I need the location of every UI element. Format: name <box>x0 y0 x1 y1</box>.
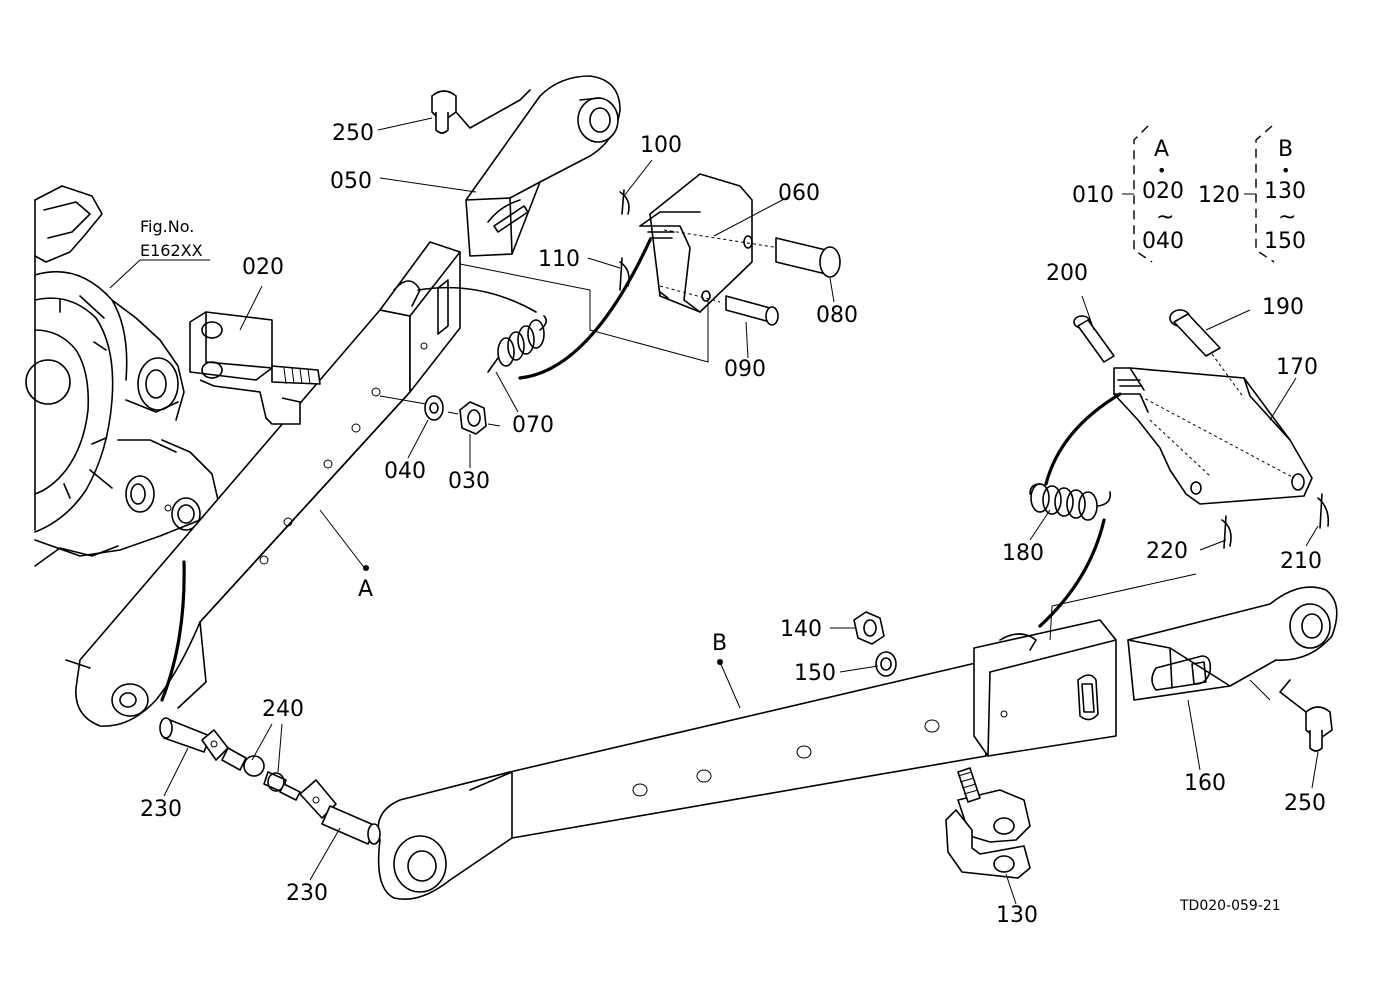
label-060: 060 <box>778 181 820 206</box>
figure-reference-leader <box>109 259 141 289</box>
label-150: 150 <box>794 661 836 686</box>
label-160: 160 <box>1184 771 1226 796</box>
leader-path-b <box>1049 573 1271 701</box>
pin-250-bottom <box>1279 679 1333 752</box>
pin-090 <box>725 295 779 326</box>
pin-250-top <box>431 89 531 134</box>
washer-150 <box>875 651 897 677</box>
legend-a-to: 040 <box>1142 229 1184 254</box>
label-110: 110 <box>538 247 580 272</box>
clevis-020 <box>189 311 321 425</box>
legend-a-from: 020 <box>1142 179 1184 204</box>
pin-230-left <box>159 717 265 777</box>
label-200: 200 <box>1046 261 1088 286</box>
label-070: 070 <box>512 413 554 438</box>
legend-b-from: 130 <box>1264 179 1306 204</box>
turnbuckle-240 <box>263 771 301 801</box>
legend-b-to: 150 <box>1264 229 1306 254</box>
label-050: 050 <box>330 169 372 194</box>
clevis-130 <box>945 767 1031 879</box>
figure-reference: Fig.No. E162XX <box>109 217 210 289</box>
label-240: 240 <box>262 697 304 722</box>
assembly-arrow-spring-a <box>518 238 652 380</box>
figure-reference-label: Fig.No. <box>140 217 194 236</box>
label-140: 140 <box>780 617 822 642</box>
assembly-arrow-b <box>1038 518 1106 628</box>
pin-230-right <box>299 779 381 845</box>
label-090: 090 <box>724 357 766 382</box>
link-160 <box>1127 586 1338 701</box>
washer-040 <box>424 395 444 421</box>
legend-b-tilde: ~ <box>1278 205 1296 230</box>
label-220: 220 <box>1146 539 1188 564</box>
bracket-170 <box>1113 367 1313 505</box>
label-250-bottom: 250 <box>1284 791 1326 816</box>
spring-070 <box>487 315 548 373</box>
assembly-marker-a: A <box>358 577 373 602</box>
cotter-pin-110 <box>619 257 630 291</box>
label-190: 190 <box>1262 295 1304 320</box>
legend-a-dot: • <box>1157 161 1166 180</box>
leader-lines <box>163 117 1319 905</box>
cotter-pin-220 <box>1221 515 1232 549</box>
nut-030 <box>459 401 487 435</box>
label-250-top: 250 <box>332 121 374 146</box>
legend-group-a: 010 A • 020 ~ 040 <box>1072 125 1184 263</box>
label-180: 180 <box>1002 541 1044 566</box>
nut-140 <box>853 611 885 645</box>
label-210: 210 <box>1280 549 1322 574</box>
legend-a-key: A <box>1154 137 1169 162</box>
legend-b-parent: 120 <box>1198 183 1240 208</box>
drawing-code: TD020-059-21 <box>1179 898 1281 914</box>
tractor-housing <box>25 185 219 567</box>
part-labels: 250 050 100 060 020 110 080 090 070 040 … <box>140 121 1326 928</box>
assembly-arrow-spring-b <box>1044 392 1122 486</box>
pin-200 <box>1073 315 1115 363</box>
assembly-marker-b: B <box>712 631 727 656</box>
label-030: 030 <box>448 469 490 494</box>
bracket-060 <box>639 173 781 313</box>
label-080: 080 <box>816 303 858 328</box>
cotter-pin-100 <box>619 189 630 215</box>
leader-path-a <box>459 263 709 363</box>
cotter-pin-210 <box>1317 493 1330 529</box>
legend-a-parent: 010 <box>1072 183 1114 208</box>
label-230-left: 230 <box>140 797 182 822</box>
lower-link-b <box>377 619 1117 900</box>
pin-080 <box>775 237 841 278</box>
label-130: 130 <box>996 903 1038 928</box>
lift-link-050 <box>465 75 621 257</box>
label-020: 020 <box>242 255 284 280</box>
legend-b-key: B <box>1278 137 1293 162</box>
legend-a-tilde: ~ <box>1156 205 1174 230</box>
spring-hook-line <box>417 286 537 313</box>
assembly-arrow-a <box>160 560 186 702</box>
pin-190 <box>1169 309 1245 399</box>
legend-group-b: 120 B • 130 ~ 150 <box>1198 125 1306 263</box>
label-040: 040 <box>384 459 426 484</box>
legend-b-dot: • <box>1281 161 1290 180</box>
figure-reference-number: E162XX <box>140 241 203 260</box>
label-170: 170 <box>1276 355 1318 380</box>
label-100: 100 <box>640 133 682 158</box>
label-230-right: 230 <box>286 881 328 906</box>
lower-link-a <box>65 241 461 727</box>
spring-180 <box>1029 483 1112 521</box>
